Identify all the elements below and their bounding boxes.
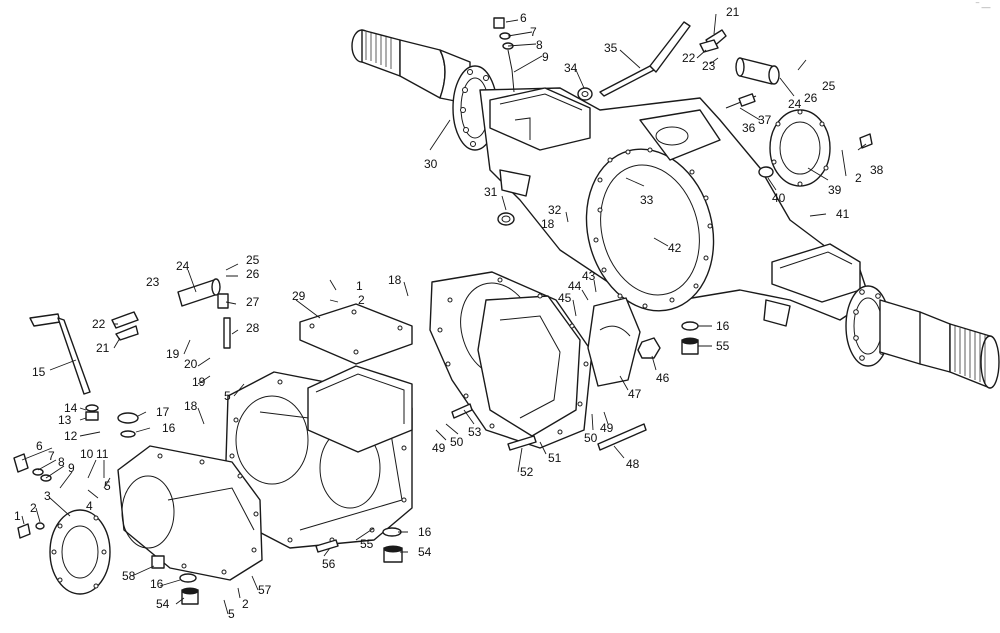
callout-44: 44 [568,279,582,293]
callout-21-left: 21 [96,341,110,355]
callout-48: 48 [626,457,640,471]
callout-16-right: 16 [716,319,730,333]
callout-54-bottom: 54 [156,597,170,611]
callout-2: 2 [855,171,862,185]
callout-6: 6 [520,11,527,25]
differential-carrier [429,271,661,449]
callout-13: 13 [58,413,72,427]
callout-5-left: 5 [104,479,111,493]
callout-16-mid: 16 [418,525,432,539]
callout-2-mid: 2 [358,293,365,307]
callout-42: 42 [668,241,682,255]
callout-34: 34 [564,61,578,75]
leader-lines [21,13,867,615]
callout-39: 39 [828,183,842,197]
callout-4: 4 [86,499,93,513]
callout-55-right: 55 [716,339,730,353]
callout-41: 41 [836,207,850,221]
callout-6-left: 6 [36,439,43,453]
callout-20: 20 [184,357,198,371]
callout-18-lower: 18 [184,399,198,413]
callout-16-left: 16 [162,421,176,435]
callout-12: 12 [64,429,78,443]
callout-52: 52 [520,465,534,479]
front-cover-housing [49,445,263,595]
callout-21: 21 [726,5,740,19]
callout-18-mid: 18 [388,273,402,287]
callout-1: 1 [356,279,363,293]
callout-7-left: 7 [48,449,55,463]
callout-47: 47 [628,387,642,401]
callout-27: 27 [246,295,260,309]
callout-26-left: 26 [246,267,260,281]
callout-38: 38 [870,163,884,177]
callout-31: 31 [484,185,498,199]
axle-housing [351,29,1000,389]
callout-43: 43 [582,269,596,283]
callout-25-left: 25 [246,253,260,267]
callout-1-left: 1 [14,509,21,523]
callout-50: 50 [450,435,464,449]
callout-23-left: 23 [146,275,160,289]
callout-30: 30 [424,157,438,171]
callout-25: 25 [822,79,836,93]
callout-2-bottom: 2 [242,597,249,611]
callout-8: 8 [536,38,543,52]
callout-16-bottom: 16 [150,577,164,591]
callout-18: 18 [541,217,555,231]
callout-50-right: 50 [584,431,598,445]
callout-8-left: 8 [58,455,65,469]
callout-58: 58 [122,569,136,583]
callout-40: 40 [772,191,786,205]
callout-11: 11 [96,447,109,461]
callout-22: 22 [682,51,696,65]
callout-35: 35 [604,41,618,55]
callout-32: 32 [548,203,562,217]
callout-54-mid: 54 [418,545,432,559]
callout-57: 57 [258,583,272,597]
top-hardware [493,17,873,355]
callout-56: 56 [322,557,336,571]
callout-45: 45 [558,291,572,305]
callout-33: 33 [640,193,654,207]
callout-9-left: 9 [68,461,75,475]
callout-15: 15 [32,365,46,379]
callout-19: 19 [166,347,180,361]
callout-5: 5 [224,389,231,403]
callout-46: 46 [656,371,670,385]
callout-24-left: 24 [176,259,190,273]
callout-17: 17 [156,405,170,419]
callout-37: 37 [758,113,772,127]
callout-3: 3 [44,489,51,503]
callout-36: 36 [742,121,756,135]
callout-28: 28 [246,321,260,335]
callout-49: 49 [432,441,446,455]
callout-53: 53 [468,425,482,439]
callout-22-left: 22 [92,317,106,331]
transfer-housing [225,303,413,549]
callout-23: 23 [702,59,716,73]
corner-mark: ‾ — [976,2,991,12]
callout-7: 7 [530,25,537,39]
callout-49-right: 49 [600,421,614,435]
callout-29: 29 [292,289,306,303]
callout-24: 24 [788,97,802,111]
callout-51: 51 [548,451,562,465]
callout-5-bottom: 5 [228,607,235,621]
callout-19-lower: 19 [192,375,206,389]
callout-55-mid: 55 [360,537,374,551]
callout-10: 10 [80,447,94,461]
callout-2-left: 2 [30,501,37,515]
callout-26: 26 [804,91,818,105]
callout-14: 14 [64,401,78,415]
left-hardware [13,278,647,605]
callout-9: 9 [542,50,549,64]
